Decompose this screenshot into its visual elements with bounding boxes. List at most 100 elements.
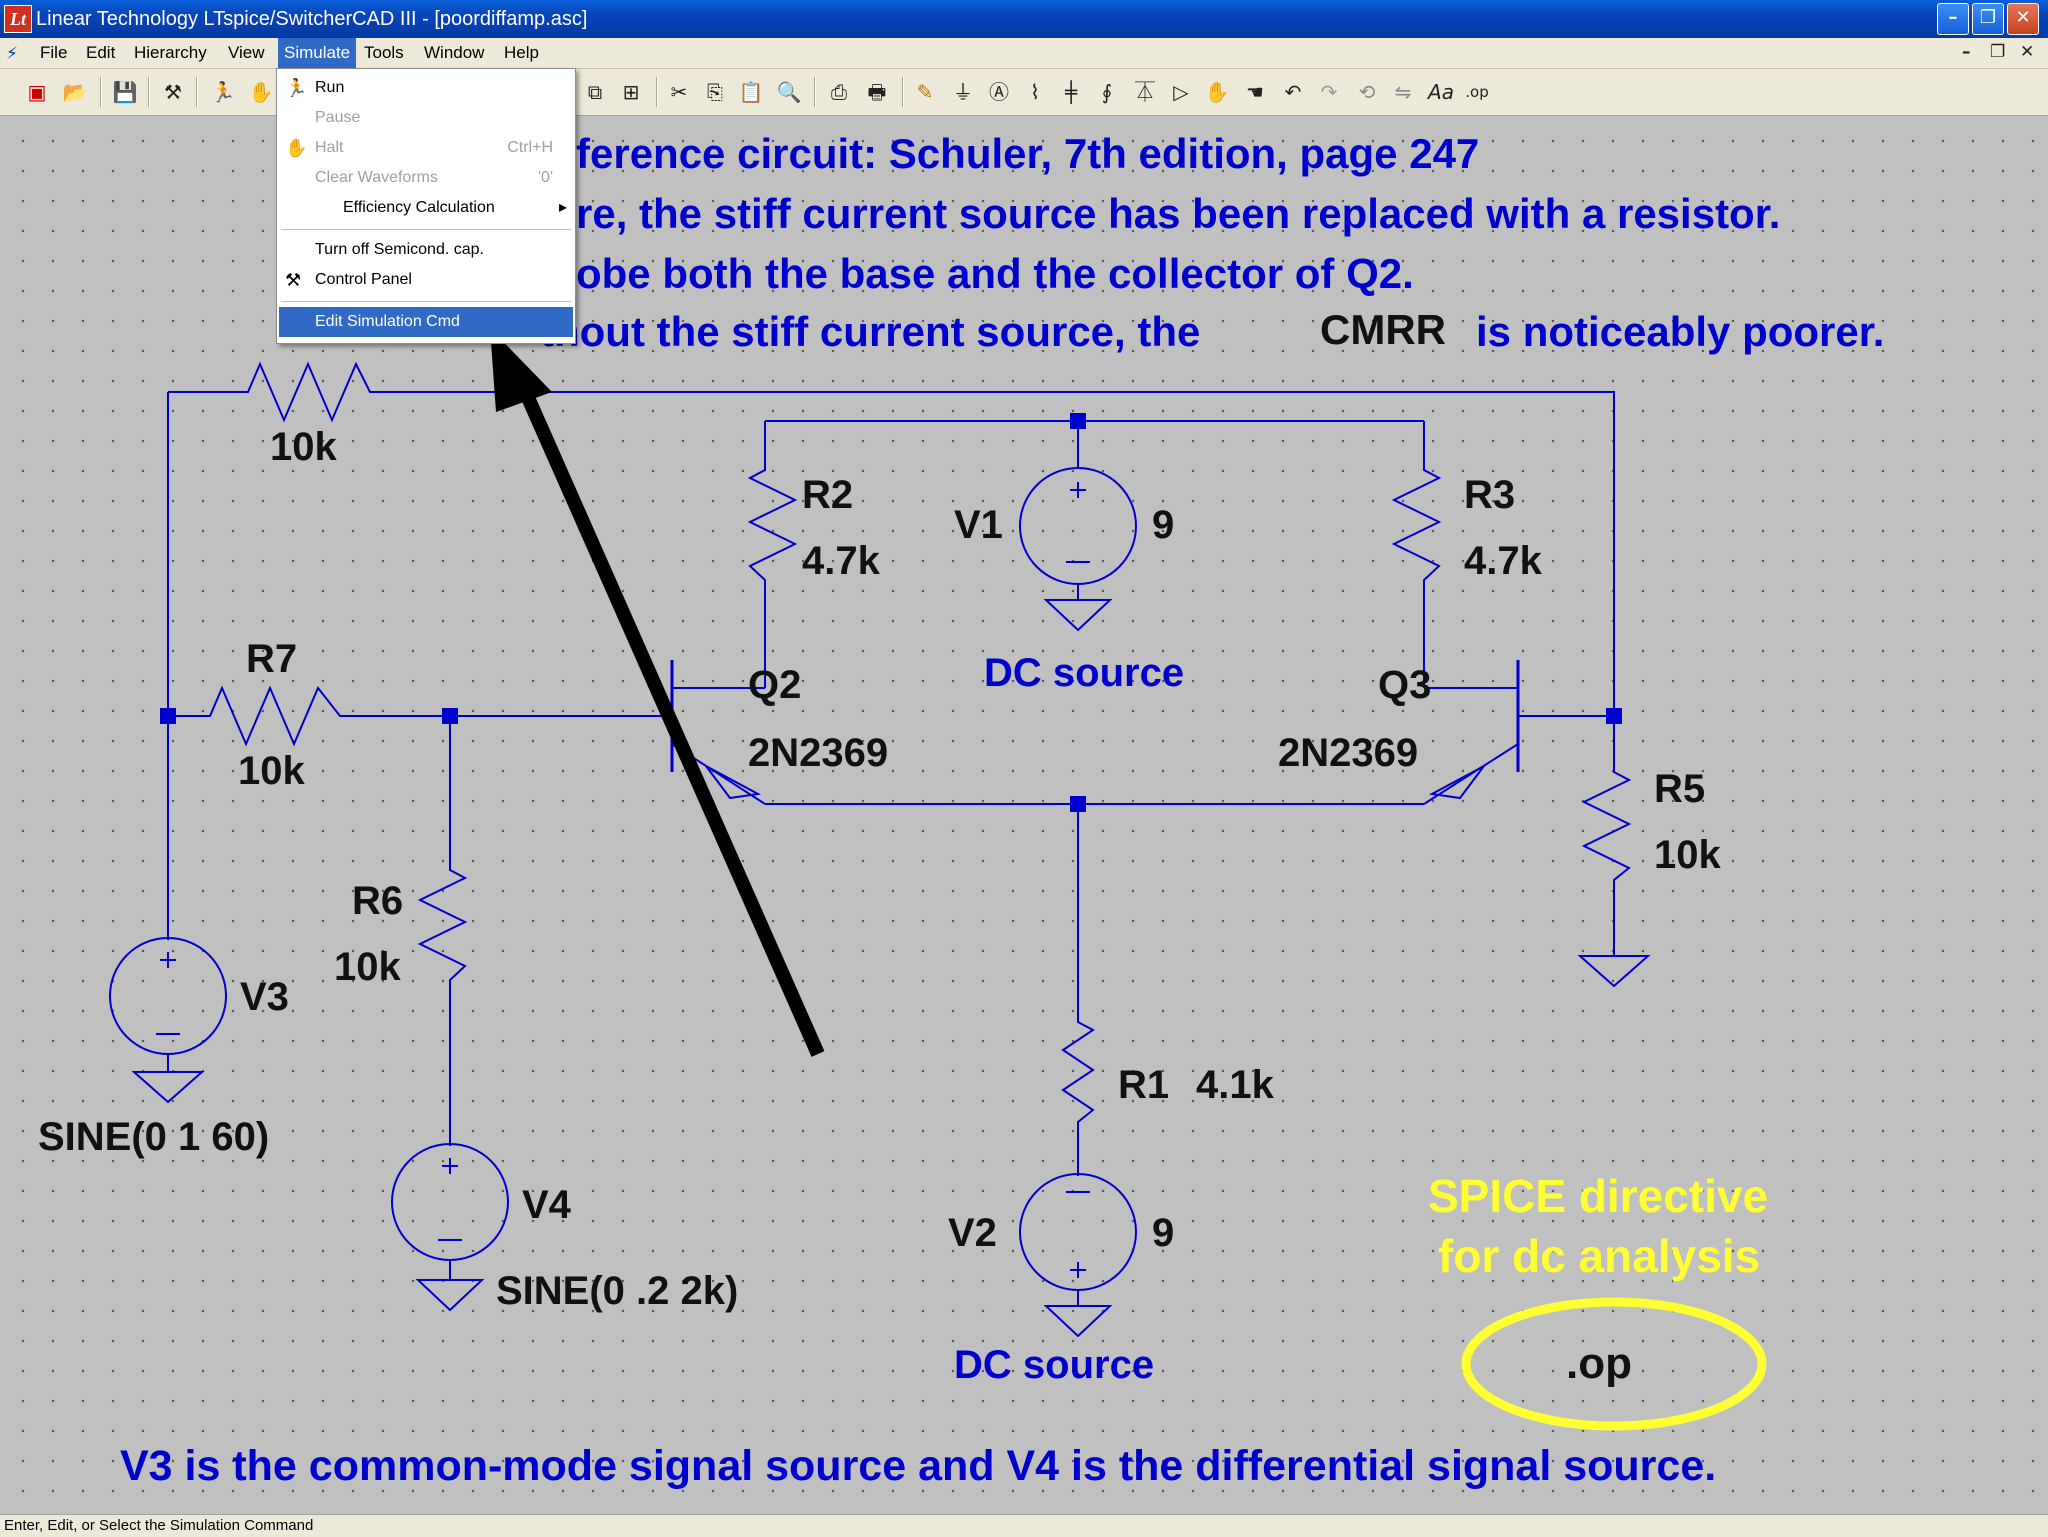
r3-resistor [1391,421,1442,688]
r5-name: R5 [1654,767,1705,811]
op-highlight-ellipse [1461,1297,1767,1431]
find-icon[interactable]: 🔍 [776,80,802,104]
ground-symbol [1043,1305,1113,1338]
draw-wire-icon[interactable]: ✎ [916,80,934,104]
mdi-restore-icon[interactable]: ❐ [1990,42,2006,62]
capacitor-icon[interactable]: ╪ [1064,80,1078,104]
text-icon[interactable]: Aa [1428,80,1454,104]
schematic-canvas[interactable]: 10k R2 4.7k R3 4.7k V1 9 R7 10k Q2 2N236… [0,116,2048,1514]
menu-simulate[interactable]: Simulate [278,38,357,68]
run-icon[interactable]: 🏃 [210,80,236,104]
ground-symbol [1577,955,1651,988]
v1-name: V1 [954,503,1003,547]
menu-item-pause[interactable]: Pause [315,109,361,126]
q3-emitter-arrow [1428,765,1485,800]
menu-view[interactable]: View [228,43,265,62]
op-directive[interactable]: .op [1566,1339,1632,1388]
cut-icon[interactable]: ✂ [670,80,688,104]
r6-name: R6 [352,879,403,923]
cmrr-label: CMRR [1320,306,1446,353]
mdi-close-icon[interactable]: ✕ [2020,42,2035,62]
mirror-icon[interactable]: ⇋ [1394,80,1412,104]
save-icon[interactable]: 💾 [112,80,138,104]
menu-file[interactable]: File [40,43,68,62]
r1-resistor [1061,804,1095,1176]
redo-icon[interactable]: ↷ [1320,80,1338,104]
r8-value: 10k [270,425,337,469]
submenu-arrow-icon: ▸ [558,199,567,216]
menu-item-run[interactable]: 🏃 Run [277,73,575,103]
menu-item-turn-off-semicond-cap[interactable]: Turn off Semicond. cap. [315,241,484,258]
menu-item-edit-simulation-cmd[interactable]: Edit Simulation Cmd [279,307,573,337]
minimize-button[interactable]: – [1937,3,1969,35]
v3-name: V3 [240,975,289,1019]
v2-value: 9 [1152,1211,1174,1255]
component-icon[interactable]: ▷ [1173,80,1189,104]
v3-value: SINE(0 1 60) [38,1115,269,1159]
menu-item-control-panel[interactable]: ⚒ Control Panel [277,265,575,295]
cascade-icon[interactable]: ⧉ [587,80,603,104]
menu-help[interactable]: Help [504,43,539,62]
junction [160,708,176,724]
menu-item-halt[interactable]: ✋ Halt Ctrl+H [277,133,575,163]
spice-directive-icon[interactable]: .op [1465,83,1489,101]
control-panel-icon[interactable]: ⚒ [164,80,182,104]
document-icon[interactable]: ⚡ [6,44,18,64]
ltspice-app-icon[interactable]: Lt [4,5,32,33]
close-button[interactable]: ✕ [2007,3,2039,35]
print-setup-icon[interactable]: ⎙ [831,80,847,104]
q2-name: Q2 [748,663,801,707]
halt-icon: ✋ [285,138,308,158]
annotation-line-4a: thout the stiff current source, the [540,308,1200,355]
label-net-icon[interactable]: Ⓐ [989,80,1009,104]
diode-icon[interactable]: ⏄ [1135,80,1155,104]
rotate-icon[interactable]: ⟲ [1358,80,1376,104]
move-icon[interactable]: ✋ [1204,80,1230,104]
ground-icon[interactable]: ⏚ [953,80,973,104]
inductor-icon[interactable]: ∮ [1101,80,1113,104]
dc-source-top-label: DC source [984,651,1184,695]
r2-resistor [747,421,798,688]
menu-window[interactable]: Window [424,43,485,62]
resistor-icon[interactable]: ⌇ [1030,80,1040,104]
r1-name: R1 [1118,1063,1169,1107]
print-icon[interactable]: 🖶 [867,80,887,104]
r3-name: R3 [1464,473,1515,517]
q2-emitter-arrow [705,765,762,800]
menu-hierarchy[interactable]: Hierarchy [134,43,207,62]
ground-symbol [131,1071,205,1104]
restore-button[interactable]: ❐ [1972,3,2004,35]
r5-resistor [1581,716,1632,956]
run-icon: 🏃 [285,78,308,98]
v2-name: V2 [948,1211,997,1255]
q2-model: 2N2369 [748,731,888,775]
halt-icon[interactable]: ✋ [248,80,274,104]
r7-resistor [168,685,672,747]
r2-name: R2 [802,473,853,517]
menu-tools[interactable]: Tools [364,43,404,62]
open-icon[interactable]: 📂 [62,80,88,104]
spice-directive-label: SPICE directive [1428,1170,1768,1222]
annotation-line-2: re, the stiff current source has been re… [576,190,1780,237]
r8-resistor [168,361,1615,716]
mdi-minimize-icon[interactable]: – [1962,42,1971,62]
status-text: Enter, Edit, or Select the Simulation Co… [4,1517,314,1534]
new-schematic-icon[interactable]: ▣ [27,80,47,104]
schematic-drawing: 10k R2 4.7k R3 4.7k V1 9 R7 10k Q2 2N236… [38,130,1884,1490]
r6-resistor [417,716,468,1146]
menu-item-clear-waveforms[interactable]: Clear Waveforms '0' [315,169,553,186]
q3-name: Q3 [1378,663,1431,707]
copy-icon[interactable]: ⎘ [707,80,723,104]
undo-icon[interactable]: ↶ [1284,80,1302,104]
ground-symbol [1043,599,1113,632]
r1-value: 4.1k [1196,1063,1275,1107]
drag-icon[interactable]: ☚ [1246,80,1264,104]
annotation-line-3: obe both the base and the collector of Q… [576,250,1414,297]
menu-item-efficiency-calculation[interactable]: Efficiency Calculation ▸ [277,193,575,223]
menu-edit[interactable]: Edit [86,43,116,62]
r2-value: 4.7k [802,539,881,583]
control-panel-icon: ⚒ [285,270,302,290]
tile-icon[interactable]: ⊞ [622,80,640,104]
paste-icon[interactable]: 📋 [738,80,764,104]
v1-value: 9 [1152,503,1174,547]
